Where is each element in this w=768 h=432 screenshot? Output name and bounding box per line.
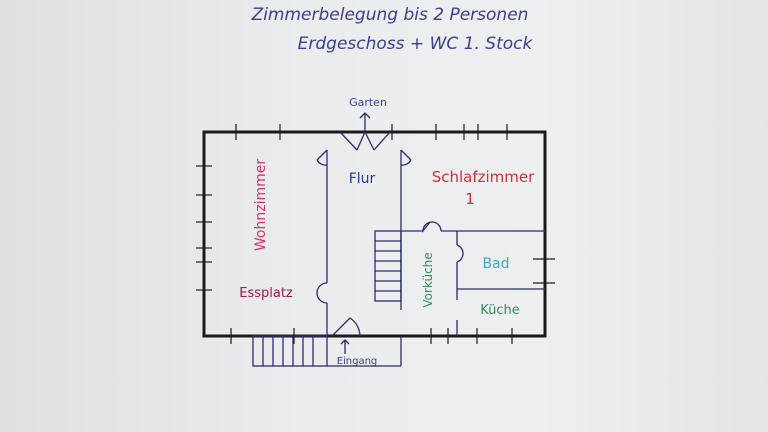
label-flur: Flur <box>349 171 376 187</box>
outer-wall <box>202 130 547 338</box>
label-schlafzimmer-number: 1 <box>465 190 475 208</box>
label-schlafzimmer: Schlafzimmer <box>432 168 535 186</box>
label-eingang: Eingang <box>337 356 378 367</box>
label-wohnzimmer: Wohnzimmer <box>253 159 269 251</box>
label-essplatz: Essplatz <box>239 286 293 301</box>
label-bad: Bad <box>482 256 509 272</box>
interior-walls <box>252 112 545 367</box>
window-ticks <box>196 124 555 344</box>
title-line-2: Erdgeschoss + WC 1. Stock <box>298 34 534 54</box>
label-vorkueche: Vorküche <box>421 252 435 307</box>
label-garten: Garten <box>349 96 387 109</box>
title-line-1: Zimmerbelegung bis 2 Personen <box>251 5 529 25</box>
label-kueche: Küche <box>480 303 520 318</box>
